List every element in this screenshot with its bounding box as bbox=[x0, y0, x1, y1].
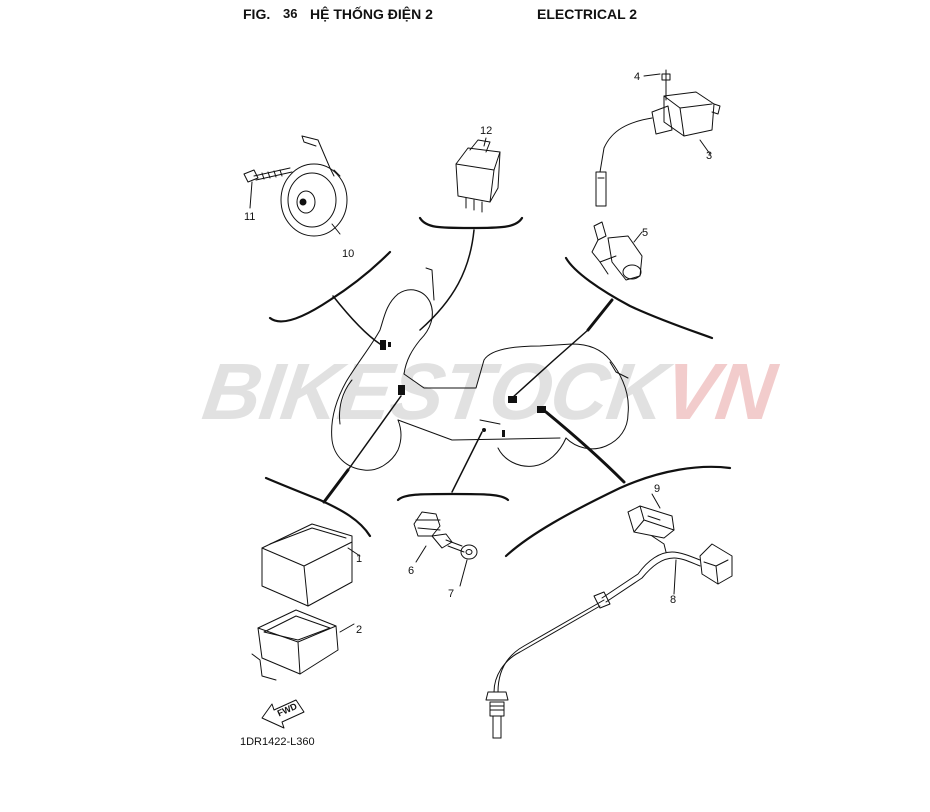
horn-bolt-part bbox=[243, 167, 293, 183]
leader-lines bbox=[322, 229, 626, 504]
spark-plug-cap-part bbox=[591, 221, 643, 281]
part-label-8[interactable]: 8 bbox=[670, 594, 676, 606]
o2-sensor-bracket-part bbox=[627, 505, 675, 553]
part-label-6[interactable]: 6 bbox=[408, 565, 414, 577]
figure-number: 36 bbox=[283, 6, 298, 21]
ignition-coil-part bbox=[595, 69, 721, 207]
title-vietnamese: HỆ THỐNG ĐIỆN 2 bbox=[310, 6, 433, 22]
forward-arrow-icon bbox=[261, 699, 305, 729]
drawing-code: 1DR1422-L360 bbox=[240, 736, 315, 748]
title-english: ELECTRICAL 2 bbox=[537, 6, 638, 22]
relay-part bbox=[455, 139, 501, 213]
part-label-9[interactable]: 9 bbox=[654, 483, 660, 495]
part-number-labels: 1 2 3 4 5 6 7 8 9 10 11 12 FWD bbox=[244, 71, 712, 718]
label-leaders bbox=[249, 73, 711, 633]
horn-part bbox=[280, 135, 348, 237]
part-label-7[interactable]: 7 bbox=[448, 588, 454, 600]
connector-markers bbox=[380, 340, 546, 437]
part-label-1[interactable]: 1 bbox=[356, 553, 362, 565]
scooter-outline bbox=[331, 267, 629, 471]
part-label-3[interactable]: 3 bbox=[706, 150, 712, 162]
part-label-5[interactable]: 5 bbox=[642, 227, 648, 239]
figure-label: FIG. bbox=[243, 6, 271, 22]
part-label-4[interactable]: 4 bbox=[634, 71, 640, 83]
washer-part bbox=[460, 544, 478, 560]
part-label-10[interactable]: 10 bbox=[342, 248, 354, 260]
part-label-12[interactable]: 12 bbox=[480, 125, 492, 137]
ecu-part bbox=[261, 523, 353, 607]
part-label-11[interactable]: 11 bbox=[244, 211, 255, 223]
part-label-2[interactable]: 2 bbox=[356, 624, 362, 636]
o2-sensor-part bbox=[485, 543, 733, 739]
ecu-bracket-part bbox=[251, 609, 339, 681]
group-brackets bbox=[264, 216, 732, 558]
sensor-part bbox=[413, 511, 465, 553]
